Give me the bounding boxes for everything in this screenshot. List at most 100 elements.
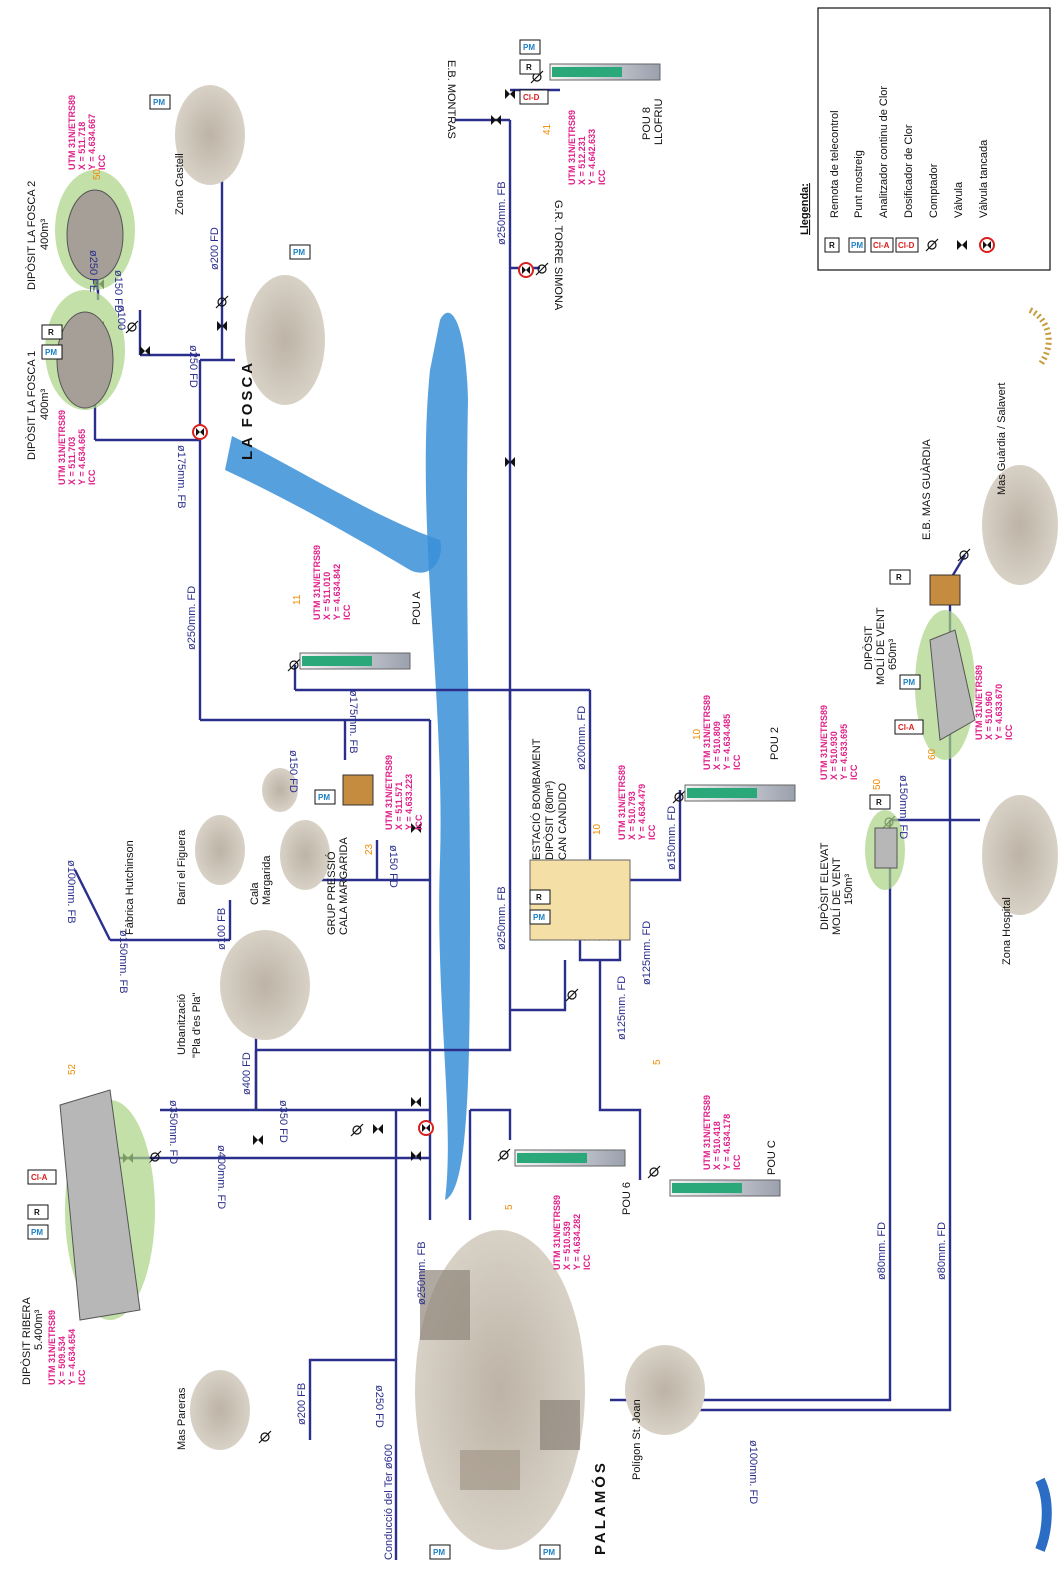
svg-text:5.400m³: 5.400m³ — [33, 1309, 45, 1350]
svg-text:G.R. TORRE SIMONA: G.R. TORRE SIMONA — [552, 200, 564, 311]
svg-text:Zona Castell: Zona Castell — [174, 153, 186, 215]
svg-text:Barri el Figuera: Barri el Figuera — [176, 829, 188, 905]
svg-text:400m³: 400m³ — [39, 388, 51, 420]
svg-text:X = 511.703: X = 511.703 — [67, 437, 77, 485]
svg-text:Y = 4.634.654: Y = 4.634.654 — [67, 1329, 77, 1385]
svg-text:Y = 4.634.479: Y = 4.634.479 — [637, 784, 647, 840]
wells — [299, 63, 796, 1197]
svg-text:5: 5 — [504, 1204, 515, 1210]
svg-text:"Pla d'es Pla": "Pla d'es Pla" — [191, 992, 203, 1058]
svg-text:ø175mm. FB: ø175mm. FB — [347, 690, 359, 754]
svg-text:R: R — [48, 328, 54, 337]
svg-text:ø100mm. FB: ø100mm. FB — [65, 860, 77, 924]
svg-text:ø250mm. FB: ø250mm. FB — [496, 886, 508, 950]
svg-text:DIPÒSIT RIBERA: DIPÒSIT RIBERA — [20, 1297, 33, 1385]
place-labels: PALAMÓS LA FOSCA Mas Pareras Polígon St.… — [124, 153, 1013, 1560]
svg-text:R: R — [896, 573, 902, 582]
svg-text:10: 10 — [692, 728, 703, 740]
svg-text:Dosificador de Clor: Dosificador de Clor — [903, 124, 915, 218]
svg-text:X = 510.539: X = 510.539 — [562, 1221, 572, 1270]
svg-text:ø350mm. FD: ø350mm. FD — [167, 1100, 179, 1164]
svg-text:R: R — [526, 63, 532, 72]
svg-text:PM: PM — [293, 248, 305, 257]
svg-text:Cl-D: Cl-D — [523, 93, 540, 102]
svg-text:CAN CANDIDO: CAN CANDIDO — [557, 783, 569, 860]
svg-text:ø250mm. FD: ø250mm. FD — [186, 586, 198, 650]
svg-text:PM: PM — [851, 241, 863, 250]
svg-text:Fàbrica Hutchinson: Fàbrica Hutchinson — [124, 840, 136, 935]
svg-text:PM: PM — [318, 793, 330, 802]
svg-text:ICC: ICC — [647, 824, 657, 840]
svg-text:R: R — [876, 798, 882, 807]
svg-text:PM: PM — [543, 1548, 555, 1557]
svg-text:POU 2: POU 2 — [769, 727, 781, 760]
svg-text:UTM 31N/ETRS89: UTM 31N/ETRS89 — [312, 545, 322, 620]
svg-text:Margarida: Margarida — [261, 855, 273, 905]
svg-text:Punt mostreig: Punt mostreig — [853, 150, 865, 218]
svg-text:X = 510.930: X = 510.930 — [829, 731, 839, 780]
svg-text:ICC: ICC — [732, 1154, 742, 1170]
svg-text:DIPÒSIT LA FOSCA 2: DIPÒSIT LA FOSCA 2 — [25, 181, 38, 290]
svg-text:X = 509.534: X = 509.534 — [57, 1336, 67, 1385]
svg-text:ø80mm. FD: ø80mm. FD — [876, 1222, 888, 1280]
svg-text:ø200 FB: ø200 FB — [296, 1383, 308, 1425]
svg-text:5: 5 — [652, 1059, 663, 1065]
svg-text:PM: PM — [523, 43, 535, 52]
legend-title: Llegenda: — [799, 183, 811, 235]
svg-text:UTM 31N/ETRS89: UTM 31N/ETRS89 — [67, 95, 77, 170]
pipe-labels: ø200 FB ø250 FD ø250mm. FB ø400mm. FD ø3… — [65, 181, 948, 1504]
svg-text:ø100mm. FD: ø100mm. FD — [747, 1440, 759, 1504]
logo-icon — [1028, 307, 1052, 1552]
svg-text:ø150 FD: ø150 FD — [287, 750, 299, 793]
svg-text:Y = 4.634.485: Y = 4.634.485 — [722, 714, 732, 770]
svg-text:Y = 4.634.667: Y = 4.634.667 — [87, 114, 97, 170]
svg-text:150m³: 150m³ — [843, 873, 855, 905]
svg-text:ø250 FE: ø250 FE — [87, 250, 99, 292]
svg-text:ø250mm. FB: ø250mm. FB — [416, 1241, 428, 1305]
svg-text:ø250 FD: ø250 FD — [187, 345, 199, 388]
svg-text:R: R — [829, 241, 835, 250]
svg-text:Cl-A: Cl-A — [898, 723, 915, 732]
svg-text:Vàlvula: Vàlvula — [953, 181, 965, 218]
facility-labels: DIPÒSIT RIBERA 5.400m³ UTM 31N/ETRS89 X … — [20, 60, 1014, 1385]
svg-text:PM: PM — [45, 348, 57, 357]
svg-text:52: 52 — [67, 1063, 78, 1075]
svg-text:PM: PM — [433, 1548, 445, 1557]
svg-text:ø100: ø100 — [115, 305, 127, 330]
svg-text:POU 6: POU 6 — [621, 1182, 633, 1215]
svg-text:ICC: ICC — [87, 469, 97, 485]
svg-text:10: 10 — [592, 823, 603, 835]
svg-text:ø125mm. FD: ø125mm. FD — [641, 921, 653, 985]
svg-text:MOLÍ DE VENT: MOLÍ DE VENT — [874, 607, 887, 685]
label-la-fosca: LA FOSCA — [239, 360, 256, 460]
svg-text:ICC: ICC — [342, 604, 352, 620]
legend: Llegenda: R Remota de telecontrol PM Pun… — [799, 7, 1051, 271]
svg-text:UTM 31N/ETRS89: UTM 31N/ETRS89 — [974, 665, 984, 740]
svg-text:X = 512.231: X = 512.231 — [577, 136, 587, 185]
svg-text:UTM 31N/ETRS89: UTM 31N/ETRS89 — [819, 705, 829, 780]
svg-text:PM: PM — [533, 913, 545, 922]
tanks — [45, 170, 976, 1321]
svg-text:ø150 FD: ø150 FD — [387, 845, 399, 888]
svg-text:Y = 4.633.223: Y = 4.633.223 — [404, 774, 414, 830]
svg-text:ESTACIÓ BOMBAMENT: ESTACIÓ BOMBAMENT — [530, 738, 543, 860]
svg-text:Comptador: Comptador — [928, 163, 940, 218]
svg-text:CALA MARGARIDA: CALA MARGARIDA — [338, 837, 350, 935]
svg-text:Y = 4.634.178: Y = 4.634.178 — [722, 1114, 732, 1170]
svg-text:ICC: ICC — [597, 169, 607, 185]
svg-text:ø400 FD: ø400 FD — [241, 1052, 253, 1095]
svg-text:Y = 4.634.665: Y = 4.634.665 — [77, 429, 87, 485]
svg-text:PM: PM — [903, 678, 915, 687]
svg-text:50: 50 — [872, 778, 883, 790]
svg-text:23: 23 — [364, 843, 375, 855]
svg-text:POU 8: POU 8 — [641, 107, 653, 140]
svg-text:ø250mm. FB: ø250mm. FB — [496, 181, 508, 245]
svg-text:Y = 4.634.282: Y = 4.634.282 — [572, 1214, 582, 1270]
svg-text:UTM 31N/ETRS89: UTM 31N/ETRS89 — [384, 755, 394, 830]
svg-text:UTM 31N/ETRS89: UTM 31N/ETRS89 — [57, 410, 67, 485]
svg-text:X = 510.960: X = 510.960 — [984, 691, 994, 740]
svg-text:E.B. MONTRAS: E.B. MONTRAS — [445, 60, 457, 139]
svg-text:ICC: ICC — [1004, 724, 1014, 740]
svg-text:UTM 31N/ETRS89: UTM 31N/ETRS89 — [702, 695, 712, 770]
